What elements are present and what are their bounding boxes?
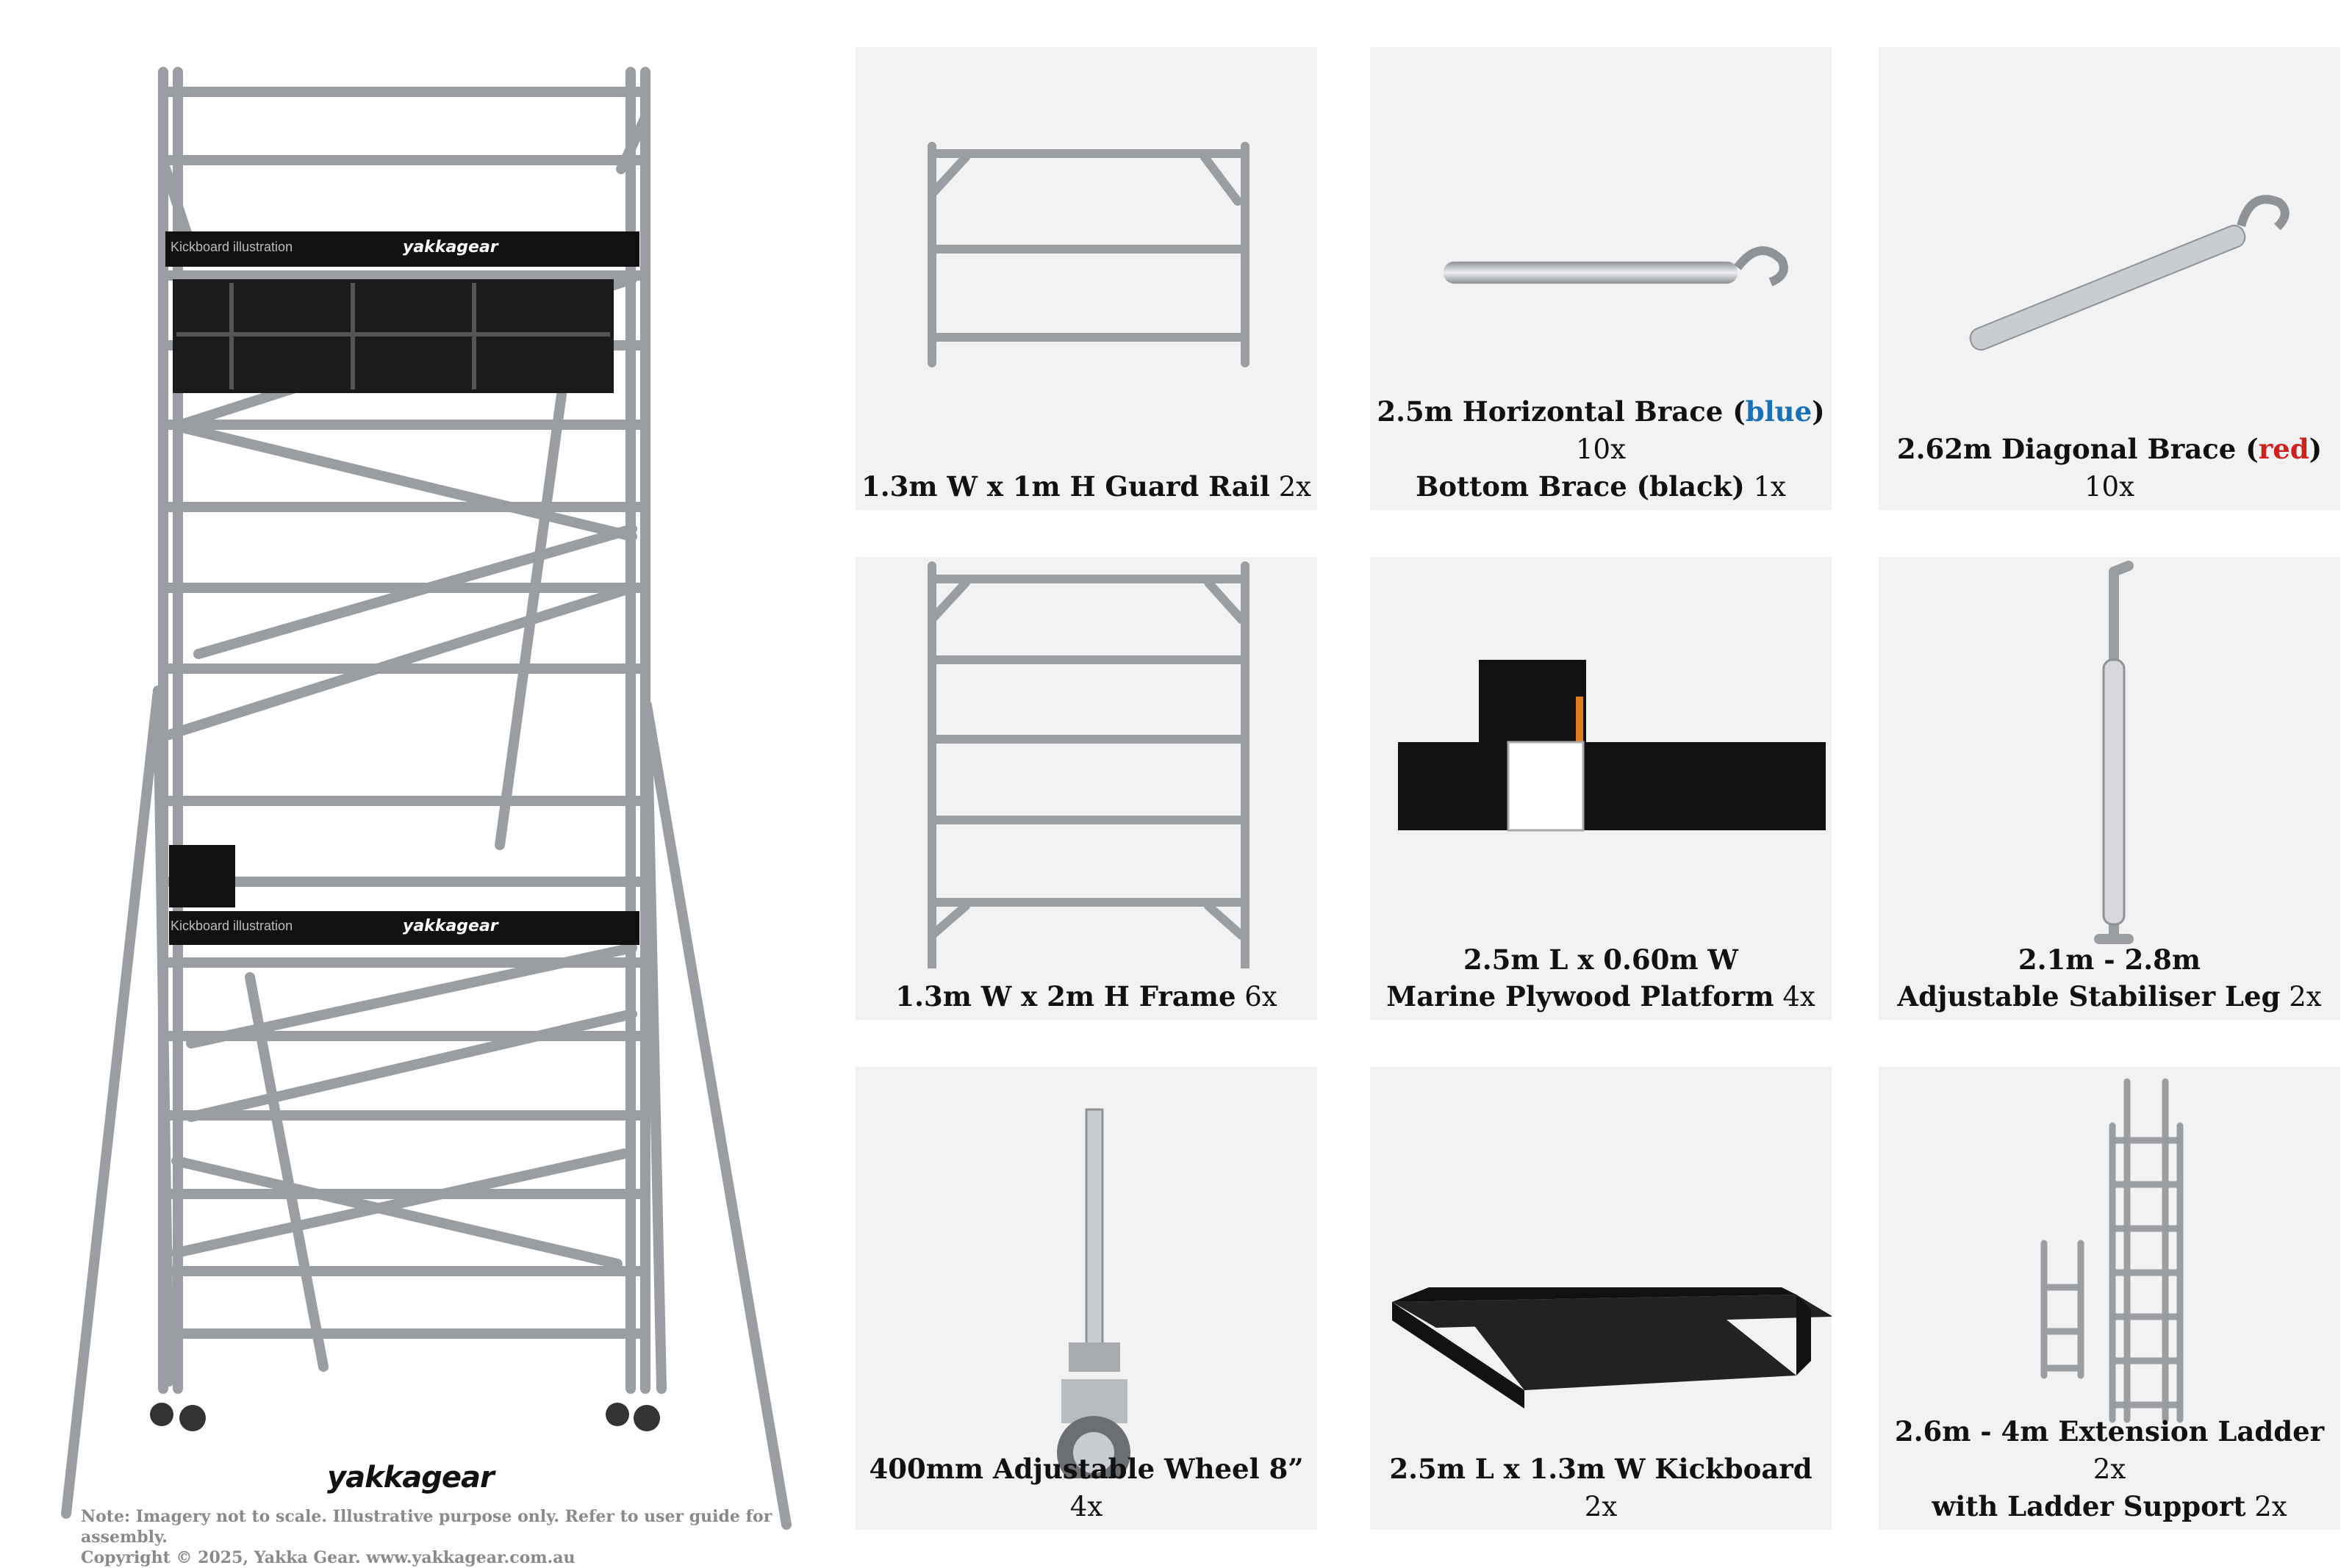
caption-line: with Ladder Support 2x [1879, 1488, 2340, 1525]
disclaimer-note: Note: Imagery not to scale. Illustrative… [81, 1507, 772, 1547]
caption-quantity: 2x [2245, 1491, 2287, 1522]
caption-text: 2.6m - 4m Extension Ladder [1894, 1415, 2325, 1447]
stabiliser-leg-image [2094, 561, 2134, 944]
adjustable-wheel-caption: 400mm Adjustable Wheel 8” 4x [856, 1450, 1317, 1525]
component-card-frame: 1.3m W x 2m H Frame 6x [856, 557, 1317, 1020]
caption-quantity: 4x [1069, 1491, 1103, 1522]
caption-line: 2.5m L x 1.3m W Kickboard 2x [1370, 1450, 1832, 1525]
guard-rail-image [928, 142, 1250, 367]
caption-text: 2.5m L x 0.60m W [1463, 943, 1738, 976]
caption-line: 2.6m - 4m Extension Ladder 2x [1879, 1413, 2340, 1488]
adjustable-wheel-image [1057, 1108, 1130, 1478]
tower-illustration: Kickboard illustration yakkagear Kickboa… [0, 0, 823, 1567]
caption-color-word: red [2258, 433, 2309, 465]
caption-line: 2.1m - 2.8m [1879, 941, 2340, 978]
caption-quantity: 10x [1576, 434, 1626, 465]
kickboard-label-lower: Kickboard illustration [171, 918, 293, 933]
frame-caption: 1.3m W x 2m H Frame 6x [856, 978, 1317, 1015]
extension-ladder-image [2040, 1078, 2184, 1423]
caption-quantity: 6x [1236, 981, 1277, 1013]
caption-text: 400mm Adjustable Wheel 8” [869, 1453, 1304, 1485]
caption-quantity: 2x [2093, 1453, 2126, 1485]
caption-quantity: 1x [1744, 471, 1786, 503]
horizontal-brace-image [1444, 246, 1788, 287]
kickboard-caption: 2.5m L x 1.3m W Kickboard 2x [1370, 1450, 1832, 1525]
logo-upper-kickboard: yakkagear [403, 238, 498, 256]
caption-quantity: 2x [1584, 1491, 1618, 1522]
caption-text: ) [2309, 433, 2323, 465]
component-card-kickboard: 2.5m L x 1.3m W Kickboard 2x [1370, 1067, 1832, 1530]
caption-quantity: 10x [2084, 471, 2134, 503]
caption-text: 2.5m Horizontal Brace ( [1377, 395, 1746, 428]
guard-rail-caption: 1.3m W x 1m H Guard Rail 2x [856, 468, 1317, 506]
caption-line: Adjustable Stabiliser Leg 2x [1879, 978, 2340, 1015]
diagonal-brace-caption: 2.62m Diagonal Brace (red) 10x [1879, 431, 2340, 506]
caption-text: Bottom Brace (black) [1416, 470, 1745, 503]
caption-line: 2.5m L x 0.60m W [1370, 941, 1832, 978]
component-card-diagonal-brace: 2.62m Diagonal Brace (red) 10x [1879, 47, 2340, 510]
caption-quantity: 2x [1269, 471, 1311, 503]
caption-text: Adjustable Stabiliser Leg [1897, 980, 2281, 1013]
caption-line: Marine Plywood Platform 4x [1370, 978, 1832, 1015]
caption-line: Bottom Brace (black) 1x [1370, 468, 1832, 506]
caption-text: with Ladder Support [1932, 1490, 2246, 1522]
scaffold-tower-image [61, 67, 792, 1530]
component-card-guard-rail: 1.3m W x 1m H Guard Rail 2x [856, 47, 1317, 510]
frame-image [928, 561, 1250, 968]
caption-line: 2.62m Diagonal Brace (red) 10x [1879, 431, 2340, 506]
diagonal-brace-image [1969, 195, 2290, 351]
platform-image [1398, 660, 1826, 832]
caption-line: 400mm Adjustable Wheel 8” 4x [856, 1450, 1317, 1525]
caption-line: 2.5m Horizontal Brace (blue) 10x [1370, 393, 1832, 468]
caption-quantity: 2x [2280, 981, 2322, 1013]
caption-text: 2.5m L x 1.3m W Kickboard [1389, 1453, 1813, 1485]
kickboard-image [1392, 1287, 1832, 1409]
footnote: Note: Imagery not to scale. Illustrative… [81, 1506, 823, 1568]
brand-logo: yakkagear [327, 1461, 495, 1495]
caption-line: 1.3m W x 1m H Guard Rail 2x [856, 468, 1317, 506]
caption-text: Marine Plywood Platform [1386, 980, 1774, 1013]
component-card-adjustable-wheel: 400mm Adjustable Wheel 8” 4x [856, 1067, 1317, 1530]
caption-text: 2.62m Diagonal Brace ( [1896, 433, 2259, 465]
caption-text: 1.3m W x 2m H Frame [895, 980, 1236, 1013]
caption-quantity: 4x [1774, 981, 1815, 1013]
kickboard-label-upper: Kickboard illustration [171, 240, 293, 254]
logo-lower-kickboard: yakkagear [403, 917, 498, 935]
copyright-line: Copyright © 2025, Yakka Gear. www.yakkag… [81, 1548, 576, 1567]
caption-line: 1.3m W x 2m H Frame 6x [856, 978, 1317, 1015]
caption-color-word: blue [1745, 395, 1813, 428]
caption-text: 1.3m W x 1m H Guard Rail [861, 470, 1270, 503]
caption-text: 2.1m - 2.8m [2018, 943, 2201, 976]
caption-text: ) [1812, 395, 1825, 428]
